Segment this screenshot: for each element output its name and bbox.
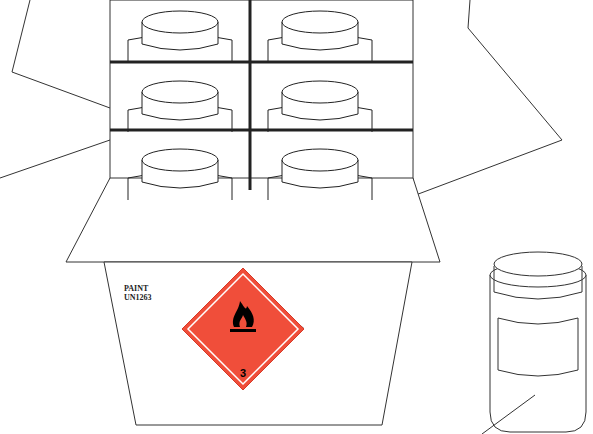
front-flap: [66, 178, 440, 262]
bottle: [268, 149, 372, 200]
bottle: [128, 81, 232, 132]
box-front: [104, 262, 412, 425]
bottle: [128, 149, 232, 200]
box-marking: UN1263: [124, 293, 152, 302]
left-flap: [12, 0, 110, 108]
bottle: [268, 81, 372, 132]
divider: [110, 0, 413, 1]
flame-symbol: [233, 301, 254, 327]
hazard-diamond: 3: [181, 267, 305, 391]
bottle-grid: [110, 0, 413, 200]
right-flap-edge: [468, 0, 470, 28]
left-flap-edge: [0, 140, 110, 178]
right-flap: [413, 28, 562, 196]
divider: [110, 0, 413, 190]
bottle: [482, 252, 586, 434]
leader-line: [482, 395, 535, 434]
bottle: [128, 11, 232, 62]
hazard-class-number: 3: [181, 367, 305, 379]
bottle: [268, 11, 372, 62]
inner-wall: [110, 0, 413, 190]
box-marking: PAINT: [124, 284, 148, 293]
